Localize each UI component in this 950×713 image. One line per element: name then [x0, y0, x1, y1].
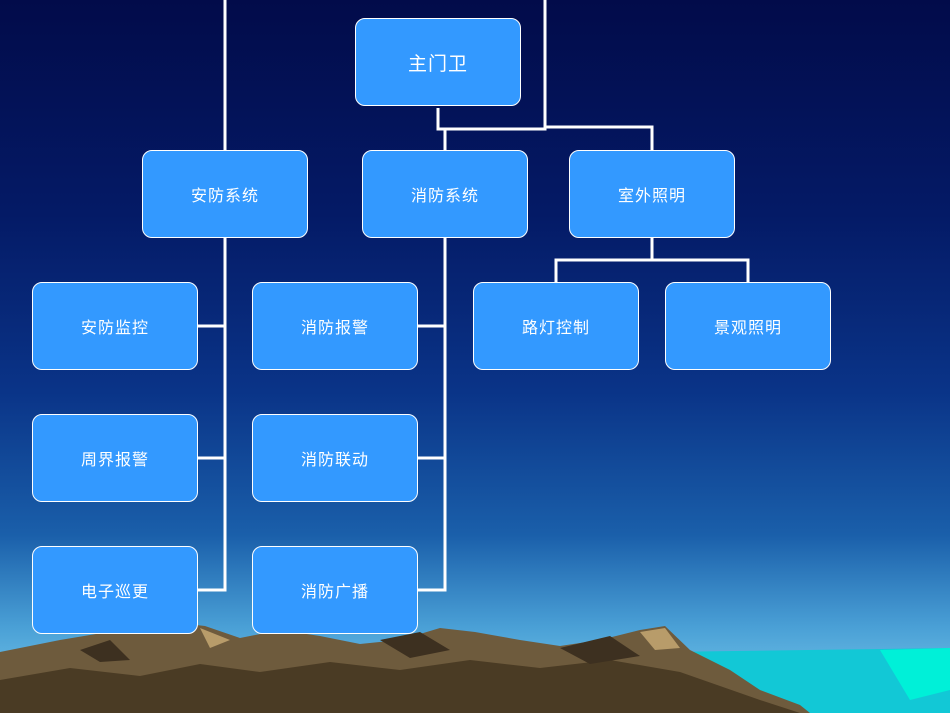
connector-fire-spine — [418, 238, 447, 592]
node-fire-broadcast[interactable]: 消防广播 — [252, 546, 418, 634]
node-fire-system-label: 消防系统 — [410, 186, 479, 205]
node-outdoor-lighting[interactable]: 室外照明 — [569, 150, 735, 238]
mountain-highlight-2 — [640, 628, 680, 650]
node-landscape-lighting[interactable]: 景观照明 — [665, 282, 831, 370]
node-guard-patrol-label: 电子巡更 — [80, 582, 149, 601]
node-fire-alarm-label: 消防报警 — [300, 318, 369, 337]
mountain-ridge-dark-2 — [380, 632, 450, 658]
node-main-gate-label: 主门卫 — [407, 52, 468, 75]
node-perimeter-alarm-label: 周界报警 — [80, 450, 149, 469]
node-fire-linkage-label: 消防联动 — [300, 450, 369, 469]
node-landscape-lighting-label: 景观照明 — [713, 318, 782, 337]
node-fire-broadcast-label: 消防广播 — [300, 582, 369, 601]
mountain-shadow — [0, 660, 800, 713]
node-security-system-label: 安防系统 — [190, 186, 259, 205]
connector-lighting-fork-right — [652, 258, 750, 284]
node-fire-alarm[interactable]: 消防报警 — [252, 282, 418, 370]
node-main-gate[interactable]: 主门卫 — [355, 18, 521, 106]
node-fire-linkage[interactable]: 消防联动 — [252, 414, 418, 502]
node-fire-system[interactable]: 消防系统 — [362, 150, 528, 238]
sea-highlight — [880, 648, 950, 700]
connector-lines — [198, 0, 750, 592]
node-security-monitoring-label: 安防监控 — [80, 318, 149, 337]
node-street-light-control[interactable]: 路灯控制 — [473, 282, 639, 370]
node-security-monitoring[interactable]: 安防监控 — [32, 282, 198, 370]
connector-top-right — [436, 0, 547, 131]
mountain-highlight — [200, 628, 230, 648]
node-guard-patrol[interactable]: 电子巡更 — [32, 546, 198, 634]
connector-security-spine — [198, 238, 227, 592]
mountain-ridge-dark — [80, 640, 130, 662]
node-perimeter-alarm[interactable]: 周界报警 — [32, 414, 198, 502]
mountain-ridge-dark-3 — [560, 636, 640, 664]
connector-root-lighting — [545, 125, 654, 152]
connector-lighting-fork — [554, 238, 654, 284]
node-outdoor-lighting-label: 室外照明 — [617, 186, 686, 205]
node-street-light-control-label: 路灯控制 — [521, 318, 590, 337]
node-security-system[interactable]: 安防系统 — [142, 150, 308, 238]
